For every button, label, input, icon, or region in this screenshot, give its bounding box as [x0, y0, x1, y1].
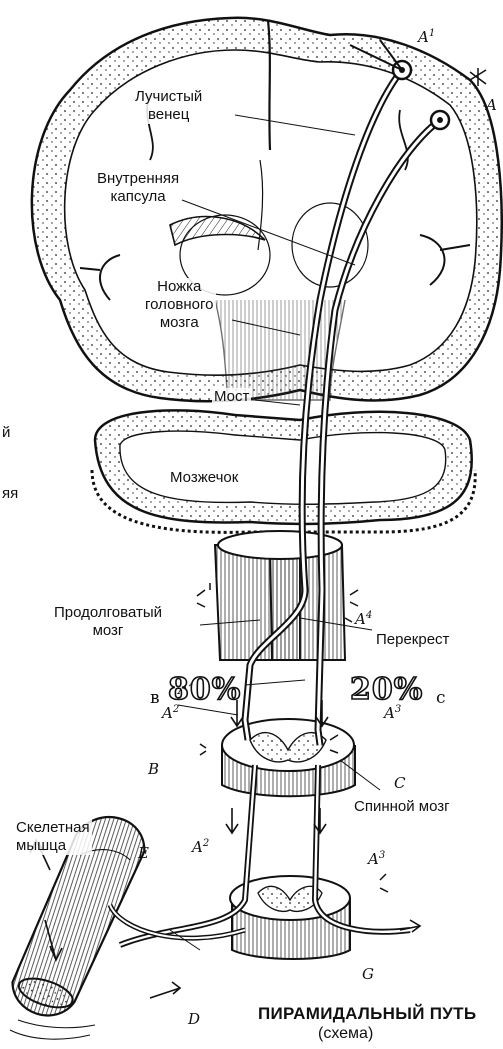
label-cut-left-2: яя [0, 485, 20, 503]
muscle-line-1: Скелетная [16, 819, 90, 837]
letter-a4-top: A4 [355, 610, 372, 628]
label-decussation: Перекрест [374, 631, 451, 649]
medulla [215, 531, 345, 660]
label-corona-radiata: Лучистый венец [133, 88, 204, 124]
corona-radiata-line-2: венец [135, 106, 202, 124]
caption-subtitle: (схема) [318, 1025, 373, 1043]
brain-cortex [32, 18, 502, 401]
letter-c: C [394, 774, 405, 792]
letter-a3-low: A3 [368, 850, 385, 868]
label-internal-capsule: Внутренняя капсула [95, 170, 181, 206]
label-cerebellum: Мозжечок [168, 469, 240, 487]
letter-e: E [138, 844, 149, 862]
letter-b: B [148, 760, 159, 778]
letter-a1: A1 [418, 28, 435, 46]
label-spinal-cord: Спинной мозг [352, 798, 452, 816]
internal-capsule-line-2: капсула [97, 188, 179, 206]
corona-radiata-line-1: Лучистый [135, 88, 202, 106]
letter-d: D [188, 1010, 200, 1028]
cerebellum [92, 410, 475, 532]
spinal-cord-upper [222, 719, 355, 796]
internal-capsule-line-1: Внутренняя [97, 170, 179, 188]
percent-right: 20% [350, 672, 423, 707]
medulla-line-2: мозг [54, 622, 162, 640]
letter-g: G [362, 965, 374, 983]
label-cut-left-1: й [0, 424, 12, 442]
percent-right-suffix: с [436, 688, 446, 708]
letter-a-right: A [486, 96, 497, 114]
muscle-line-2: мышца [16, 837, 90, 855]
letter-a2-low: A2 [192, 838, 209, 856]
percent-left-prefix: в [150, 688, 160, 708]
label-medulla: Продолговатый мозг [52, 604, 164, 640]
peduncle-line-2: головного [145, 296, 214, 314]
label-cerebral-peduncle: Ножка головного мозга [143, 278, 216, 332]
label-skeletal-muscle: Скелетная мышца [14, 819, 92, 855]
peduncle-line-1: Ножка [145, 278, 214, 296]
medulla-line-1: Продолговатый [54, 604, 162, 622]
label-pons: Мост [212, 388, 251, 406]
caption-title: ПИРАМИДАЛЬНЫЙ ПУТЬ [258, 1004, 476, 1024]
percent-left: 80% [168, 672, 241, 707]
peduncle-line-3: мозга [145, 314, 214, 332]
